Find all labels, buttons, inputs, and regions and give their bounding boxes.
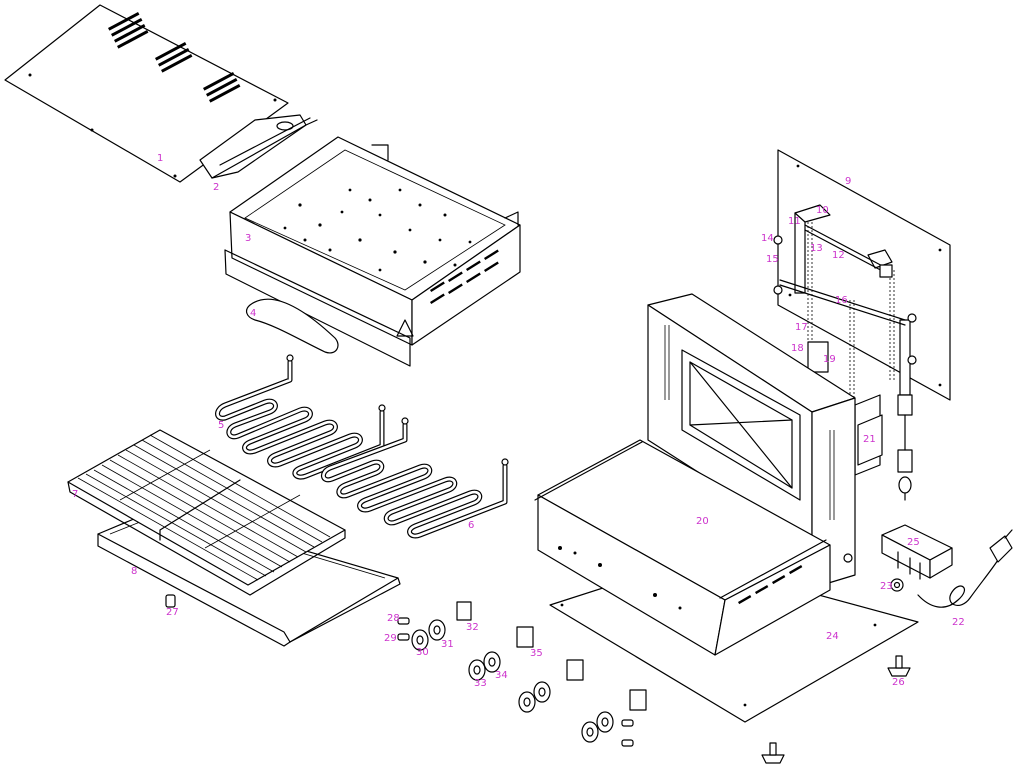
part-22-power-cord — [917, 529, 1013, 608]
callout-labels: 1 2 3 4 5 6 7 8 9 10 11 12 13 14 15 16 1… — [72, 153, 965, 689]
callout-21: 21 — [863, 434, 876, 445]
part-1-top-cover — [4, 4, 289, 183]
part-5-heating-element — [215, 354, 386, 480]
parts-28-35-controls — [397, 601, 647, 747]
part-26-foot — [887, 655, 911, 677]
callout-34: 34 — [495, 670, 508, 681]
callout-18: 18 — [791, 343, 804, 354]
callout-26: 26 — [892, 677, 905, 688]
callout-3: 3 — [245, 233, 251, 244]
callout-7: 7 — [72, 489, 78, 500]
callout-23: 23 — [880, 581, 893, 592]
part-23-grommet — [890, 578, 904, 592]
callout-2: 2 — [213, 182, 219, 193]
callout-28: 28 — [387, 613, 400, 624]
foot-bottom — [761, 742, 785, 764]
callout-22: 22 — [952, 617, 965, 628]
callout-15: 15 — [766, 254, 779, 265]
callout-31: 31 — [441, 639, 454, 650]
callout-10: 10 — [816, 205, 829, 216]
callout-9: 9 — [845, 176, 851, 187]
callout-4: 4 — [250, 308, 256, 319]
callout-14: 14 — [761, 233, 774, 244]
callout-33: 33 — [474, 678, 487, 689]
callout-25: 25 — [907, 537, 920, 548]
callout-5: 5 — [218, 420, 224, 431]
part-3-firebox — [224, 136, 521, 367]
callout-12: 12 — [832, 250, 845, 261]
parts-10-19-drive-mechanism — [773, 204, 917, 501]
callout-20: 20 — [696, 516, 709, 527]
part-6-heating-element — [321, 417, 509, 539]
callout-16: 16 — [835, 295, 848, 306]
callout-17: 17 — [795, 322, 808, 333]
part-4-handle — [245, 298, 339, 354]
part-25-control-box — [881, 524, 953, 580]
callout-30: 30 — [416, 647, 429, 658]
part-7-cooking-grate — [67, 429, 346, 596]
callout-29: 29 — [384, 633, 397, 644]
callout-11: 11 — [788, 216, 801, 227]
callout-19: 19 — [823, 354, 836, 365]
callout-13: 13 — [810, 243, 823, 254]
callout-24: 24 — [826, 631, 839, 642]
part-21-bracket — [857, 414, 883, 466]
callout-32: 32 — [466, 622, 479, 633]
part-27-pin — [165, 594, 176, 608]
callout-27: 27 — [166, 607, 179, 618]
part-20-main-body — [534, 293, 856, 656]
callout-8: 8 — [131, 566, 137, 577]
callout-1: 1 — [157, 153, 163, 164]
part-2-hinge-bracket — [199, 114, 318, 179]
callout-35: 35 — [530, 648, 543, 659]
callout-6: 6 — [468, 520, 474, 531]
